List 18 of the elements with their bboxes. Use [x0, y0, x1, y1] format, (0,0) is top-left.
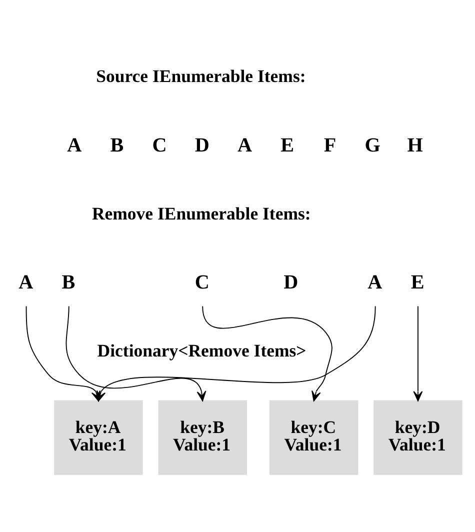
label: H [407, 134, 423, 156]
label: Dictionary<Remove Items> [97, 340, 306, 361]
node-text: E [410, 272, 424, 294]
label: Remove IEnumerable Items: [92, 203, 311, 224]
label: A [67, 134, 82, 156]
node-text: A [368, 272, 382, 294]
node-text: C [194, 272, 210, 294]
label: Source IEnumerable Items: [96, 66, 306, 86]
node-text: B [62, 272, 76, 294]
node-text: D [284, 272, 298, 294]
label: G [364, 134, 380, 156]
node-text: A [18, 272, 34, 294]
label: A [238, 134, 252, 156]
label: E [280, 134, 294, 156]
label: D [194, 134, 210, 156]
label: C [152, 134, 167, 156]
label: B [110, 134, 124, 156]
label: F [324, 134, 336, 156]
